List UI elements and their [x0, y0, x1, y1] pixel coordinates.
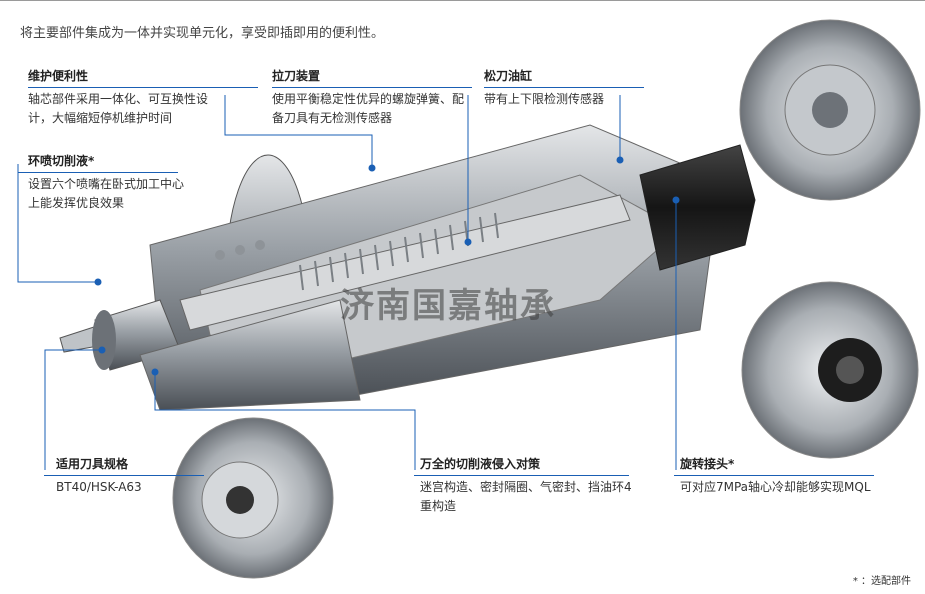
intro-text: 将主要部件集成为一体并实现单元化，享受即插即用的便利性。 [20, 26, 385, 41]
callout-tool-title: 适用刀具规格 [56, 457, 129, 471]
callout-tool-rule [44, 475, 204, 476]
callout-unclamp-body: 带有上下限检测传感器 [484, 92, 605, 106]
spring [299, 212, 499, 291]
callout-unclamp-title: 松刀油缸 [484, 69, 533, 83]
callout-unclamp: 松刀油缸 带有上下限检测传感器 [484, 68, 644, 109]
callout-rotary-rule [674, 475, 874, 476]
callout-coolant: 环喷切削液* 设置六个喷嘴在卧式加工中心上能发挥优良效果 [18, 153, 188, 213]
callout-drawbar-rule [272, 87, 472, 88]
callout-maintenance-title: 维护便利性 [28, 69, 89, 83]
callout-sealing-rule [414, 475, 629, 476]
callout-sealing-title: 万全的切削液侵入对策 [420, 457, 541, 471]
footnote: * ：选配部件 [852, 576, 911, 587]
callout-drawbar-title: 拉刀装置 [272, 69, 321, 83]
callout-rotary: 旋转接头* 可对应7MPa轴心冷却能够实现MQL [674, 456, 880, 497]
lower-panel [139, 299, 361, 411]
top-divider [0, 0, 925, 1]
callout-rotary-title: 旋转接头* [680, 457, 735, 471]
callout-sealing: 万全的切削液侵入对策 迷宫构造、密封隔圈、气密封、挡油环4重构造 [414, 456, 635, 516]
callout-tool: 适用刀具规格 BT40/HSK-A63 [44, 456, 206, 497]
nose-face [92, 310, 116, 370]
callout-unclamp-rule [484, 87, 644, 88]
callout-coolant-body: 设置六个喷嘴在卧式加工中心上能发挥优良效果 [28, 177, 185, 210]
callout-coolant-title: 环喷切削液* [28, 154, 95, 168]
callout-drawbar: 拉刀装置 使用平衡稳定性优异的螺旋弹簧、配备刀具有无检测传感器 [272, 68, 472, 128]
callout-maintenance-rule [28, 87, 258, 88]
callout-rotary-body: 可对应7MPa轴心冷却能够实现MQL [680, 480, 871, 494]
callout-drawbar-body: 使用平衡稳定性优异的螺旋弹簧、配备刀具有无检测传感器 [272, 92, 465, 125]
callout-sealing-body: 迷宫构造、密封隔圈、气密封、挡油环4重构造 [420, 480, 632, 513]
watermark: 济南国嘉轴承 [340, 286, 556, 326]
callout-maintenance-body: 轴芯部件采用一体化、可互换性设计，大幅缩短停机维护时间 [28, 92, 209, 125]
unclamp-cylinder [639, 144, 756, 271]
callout-coolant-rule [18, 172, 178, 173]
shaft [179, 194, 631, 331]
callout-maintenance: 维护便利性 轴芯部件采用一体化、可互换性设计，大幅缩短停机维护时间 [28, 68, 258, 128]
callout-tool-body: BT40/HSK-A63 [56, 480, 142, 494]
